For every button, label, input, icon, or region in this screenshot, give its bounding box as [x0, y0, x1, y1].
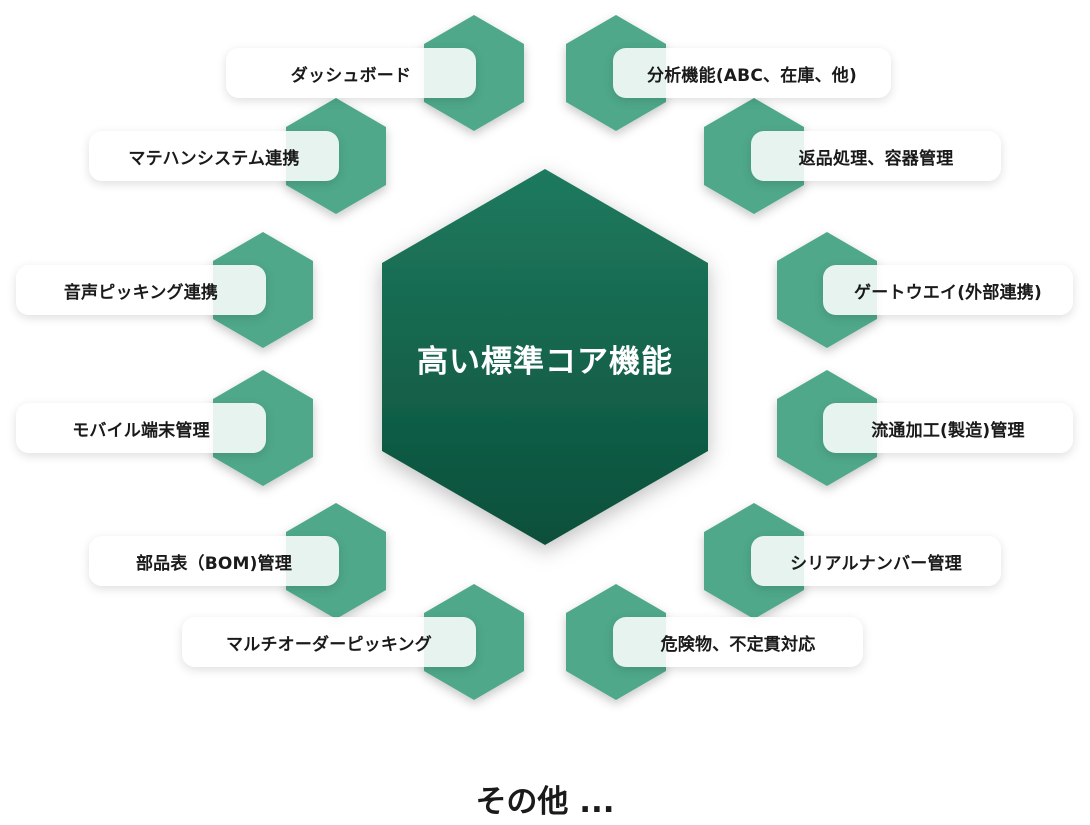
feature-label-bom: 部品表（BOM)管理 — [89, 536, 339, 586]
feature-label-multi-order-picking: マルチオーダーピッキング — [182, 617, 476, 667]
footer-label: その他 ... — [475, 783, 615, 820]
feature-label-voice-picking: 音声ピッキング連携 — [16, 265, 266, 315]
feature-label-hazardous: 危険物、不定貫対応 — [613, 617, 863, 667]
feature-label-returns: 返品処理、容器管理 — [751, 131, 1001, 181]
core-hexagon — [382, 169, 708, 545]
feature-label-analysis: 分析機能(ABC、在庫、他) — [613, 48, 891, 98]
feature-label-material-handling: マテハンシステム連携 — [89, 131, 339, 181]
core-label: 高い標準コア機能 — [417, 343, 673, 380]
feature-label-serial-number: シリアルナンバー管理 — [751, 536, 1001, 586]
feature-label-dashboard: ダッシュボード — [226, 48, 476, 98]
feature-label-mobile-terminal: モバイル端末管理 — [16, 403, 266, 453]
feature-label-processing: 流通加工(製造)管理 — [823, 403, 1073, 453]
feature-label-gateway: ゲートウエイ(外部連携) — [823, 265, 1073, 315]
